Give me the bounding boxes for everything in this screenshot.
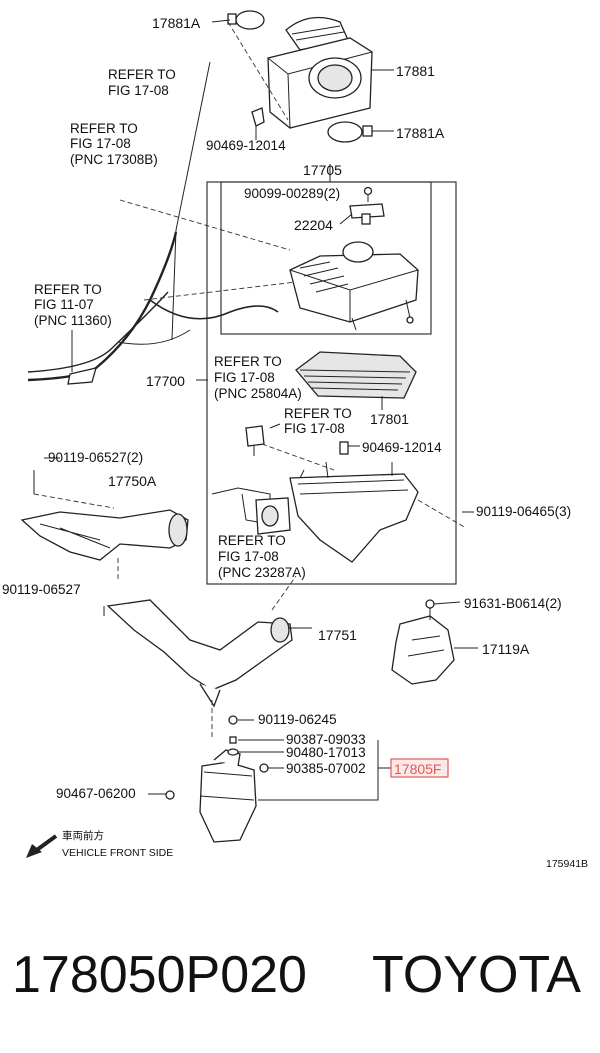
clip-90469-a <box>251 107 265 127</box>
callout-90469-12014-b: 90469-12014 <box>362 440 442 455</box>
svg-text:REFER TO: REFER TO <box>214 354 282 369</box>
svg-text:REFER TO: REFER TO <box>70 121 138 136</box>
svg-text:FIG 17-08: FIG 17-08 <box>108 83 169 98</box>
air-cleaner-case-lower <box>289 461 419 563</box>
svg-text:REFER TO: REFER TO <box>108 67 176 82</box>
hose-clamp-right <box>327 121 373 143</box>
callout-22204: 22204 <box>294 217 333 233</box>
callout-90119-06245: 90119-06245 <box>258 712 337 727</box>
vsv-bracket <box>211 487 291 535</box>
direction-label-en: VEHICLE FRONT SIDE <box>62 847 173 859</box>
callout-90099: 90099-00289(2) <box>244 186 340 201</box>
svg-text:(PNC 17308B): (PNC 17308B) <box>70 152 158 167</box>
footer-brand: TOYOTA <box>372 946 581 1004</box>
svg-text:FIG 17-08: FIG 17-08 <box>284 421 345 436</box>
direction-label-jp: 車両前方 <box>62 829 104 842</box>
refer-note-4: REFER TO FIG 17-08 (PNC 25804A) <box>214 354 302 401</box>
callout-17881a-top: 17881A <box>152 15 201 31</box>
callout-17750a: 17750A <box>108 473 157 489</box>
svg-text:FIG 17-08: FIG 17-08 <box>218 549 279 564</box>
svg-text:(PNC 23287A): (PNC 23287A) <box>218 565 306 580</box>
footer-part-number: 178050P020 <box>12 946 307 1004</box>
callout-17881: 17881 <box>396 63 435 79</box>
callout-17751: 17751 <box>318 627 357 643</box>
refer-note-5: REFER TO FIG 17-08 <box>284 406 352 436</box>
callout-17805f[interactable]: 17805F <box>394 761 441 777</box>
callout-17119a: 17119A <box>482 641 530 657</box>
bracket-17119a <box>391 599 455 685</box>
callout-90387: 90387-09033 <box>286 732 366 747</box>
refer-note-2: REFER TO FIG 17-08 (PNC 17308B) <box>70 121 158 167</box>
wire-harness <box>27 231 279 385</box>
svg-text:(PNC 25804A): (PNC 25804A) <box>214 386 302 401</box>
callout-91631: 91631-B0614(2) <box>464 596 562 611</box>
air-cleaner-resonator <box>267 37 373 129</box>
callout-17705: 17705 <box>303 162 342 178</box>
callout-17700: 17700 <box>146 373 185 389</box>
callout-17881a-right: 17881A <box>396 125 445 141</box>
highlight-17805f <box>390 758 449 778</box>
callout-17801: 17801 <box>370 411 409 427</box>
callout-90480: 90480-17013 <box>286 745 366 760</box>
svg-text:REFER TO: REFER TO <box>284 406 352 421</box>
svg-text:FIG 17-08: FIG 17-08 <box>214 370 275 385</box>
clip-90469-b <box>339 441 349 455</box>
sensor-25804a <box>245 425 265 456</box>
svg-text:REFER TO: REFER TO <box>218 533 286 548</box>
refer-note-6: REFER TO FIG 17-08 (PNC 23287A) <box>218 533 306 580</box>
callout-90385: 90385-07002 <box>286 761 366 776</box>
refer-note-1: REFER TO FIG 17-08 <box>108 67 176 98</box>
hose-clamp-top <box>227 10 265 30</box>
air-cleaner-cap <box>289 241 419 331</box>
airflow-meter-22204 <box>349 203 385 225</box>
figure-id: 175941B <box>546 858 588 870</box>
svg-text:FIG 17-08: FIG 17-08 <box>70 136 131 151</box>
duct-17750a <box>20 509 189 561</box>
small-fasteners <box>165 715 269 800</box>
svg-text:FIG 11-07: FIG 11-07 <box>34 297 94 312</box>
callout-90469-12014-a: 90469-12014 <box>206 138 286 153</box>
svg-text:REFER TO: REFER TO <box>34 282 102 297</box>
callout-90467: 90467-06200 <box>56 786 136 801</box>
screw-90099 <box>363 186 373 202</box>
front-direction-arrow-icon <box>26 834 58 858</box>
intake-duct-17751 <box>106 599 293 708</box>
air-filter-element-17801 <box>295 351 417 399</box>
resonator-17805f <box>199 749 257 843</box>
callout-90119-06527: 90119-06527 <box>2 582 81 597</box>
callout-90119-06465-3: 90119-06465(3) <box>476 504 571 519</box>
svg-text:(PNC 11360): (PNC 11360) <box>34 313 112 328</box>
refer-note-3: REFER TO FIG 11-07 (PNC 11360) <box>34 282 112 328</box>
subassembly-frame-17705 <box>220 181 432 335</box>
callout-90119-06527-2: 90119-06527(2) <box>48 450 143 465</box>
